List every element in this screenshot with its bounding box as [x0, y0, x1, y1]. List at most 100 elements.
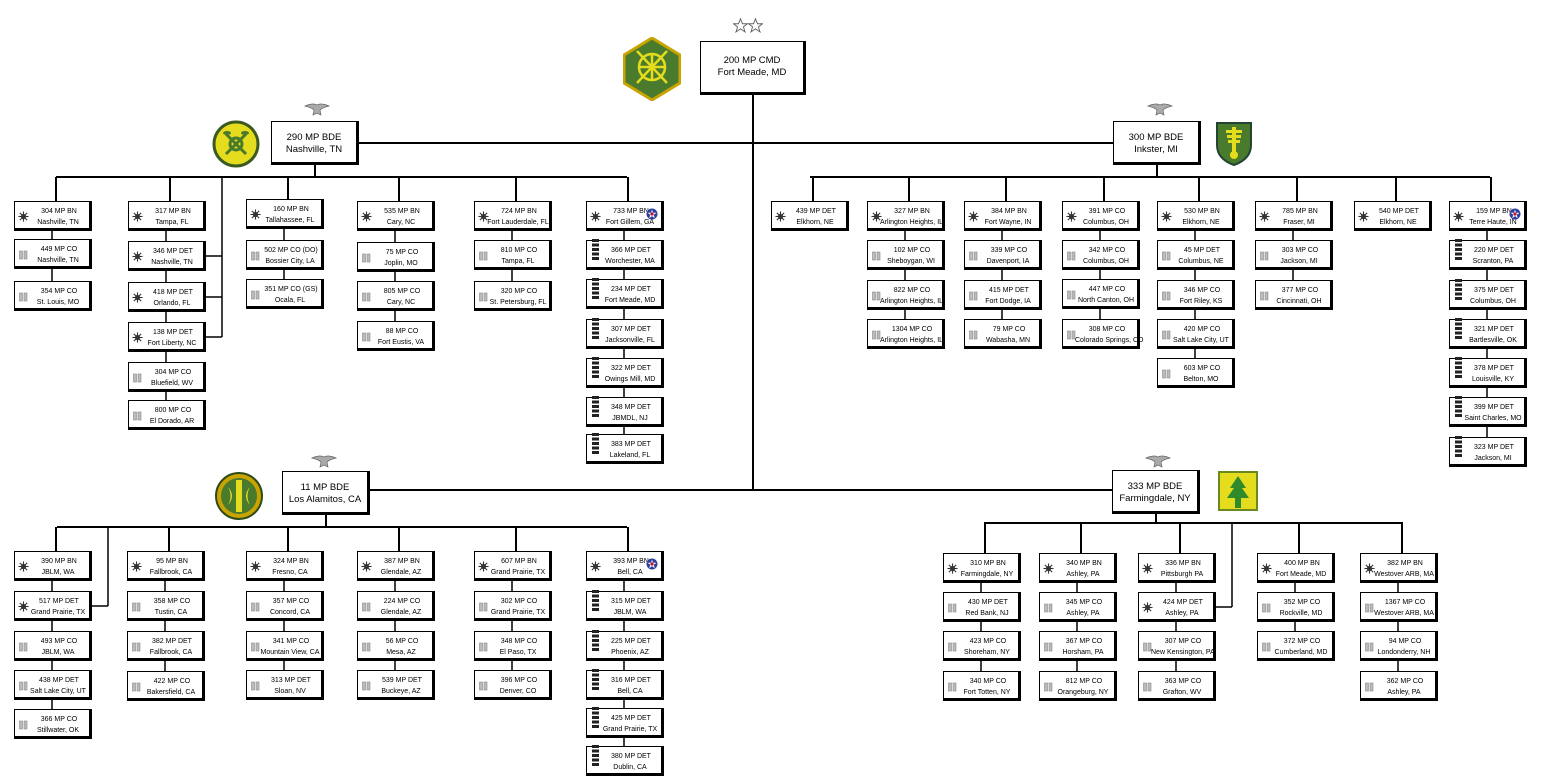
unit-location: Nashville, TN — [37, 257, 79, 264]
unit-location: New Kensington, PA — [1151, 649, 1215, 656]
company-bars-icon — [1161, 289, 1172, 302]
company-bars-icon — [18, 248, 29, 261]
unit-location: Westover ARB, MA — [1374, 610, 1434, 617]
unit-location: Colorado Springs, CO — [1075, 337, 1144, 344]
unit-name: 307 MP DET — [611, 326, 651, 333]
unit-location: Fort Liberty, NC — [147, 340, 197, 347]
11-mp-bde-patch — [214, 471, 264, 526]
unit-location: Sheboygan, WI — [887, 258, 935, 265]
mp-emblem-icon — [1066, 210, 1077, 223]
unit-name: 822 MP CO — [893, 287, 931, 294]
detachment-block-icon — [590, 706, 601, 728]
unit-name: 539 MP DET — [382, 677, 422, 684]
unit-location: Fort Meade, MD — [604, 297, 656, 304]
unit-location: El Paso, TX — [499, 649, 537, 656]
unit-name: 382 MP DET — [152, 638, 192, 645]
mp-emblem-icon — [1364, 562, 1375, 575]
unit-location: Mesa, AZ — [386, 649, 416, 656]
brigade-location: Inkster, MI — [1134, 144, 1178, 155]
unit-name: 387 MP BN — [384, 558, 420, 565]
unit-location: Grand Prairie, TX — [490, 609, 546, 616]
detachment-block-icon — [1453, 395, 1464, 417]
unit-name: 308 MP CO — [1088, 326, 1126, 333]
unit-name: 342 MP CO — [1088, 247, 1126, 254]
unit-location: Bluefield, WV — [150, 380, 194, 387]
company-bars-icon — [871, 249, 882, 262]
unit-location: St. Louis, MO — [36, 299, 80, 306]
company-bars-icon — [1043, 640, 1054, 653]
unit-location: Tallahassee, FL — [265, 217, 315, 224]
unit-name: 805 MP CO — [383, 288, 421, 295]
unit-location: Ashley, PA — [1066, 571, 1100, 578]
mp-emblem-icon — [18, 600, 29, 613]
unit-name: 302 MP CO — [500, 598, 538, 605]
unit-name: 357 MP CO — [272, 598, 310, 605]
unit-name: 224 MP CO — [383, 598, 421, 605]
unit-name: 160 MP BN — [273, 206, 309, 213]
unit-location: Rockville, MD — [1279, 610, 1323, 617]
unit-name: 1304 MP CO — [891, 326, 933, 333]
unit-name: 424 MP DET — [1163, 599, 1203, 606]
unit-location: Glendale, AZ — [380, 609, 422, 616]
unit-location: Fresno, CA — [272, 569, 308, 576]
unit-name: 94 MP CO — [1388, 638, 1422, 645]
company-bars-icon — [132, 409, 143, 422]
company-bars-icon — [947, 680, 958, 693]
detachment-block-icon — [1453, 278, 1464, 300]
unit-location: Elkhorn, NE — [1182, 219, 1220, 226]
company-bars-icon — [1259, 249, 1270, 262]
company-bars-icon — [478, 600, 489, 613]
company-bars-icon — [478, 640, 489, 653]
company-bars-icon — [361, 290, 372, 303]
mp-emblem-icon — [775, 210, 786, 223]
unit-name: 377 MP CO — [1281, 287, 1319, 294]
company-bars-icon — [1066, 288, 1077, 301]
unit-name: 323 MP DET — [1474, 444, 1514, 451]
company-bars-icon — [18, 290, 29, 303]
unit-location: Stillwater, OK — [36, 727, 79, 734]
mp-emblem-icon — [132, 210, 143, 223]
unit-location: Fort Gillem, GA — [605, 219, 655, 226]
unit-location: Fort Wayne, IN — [984, 219, 1032, 226]
unit-name: 352 MP CO — [1283, 599, 1321, 606]
unit-location: Worchester, MA — [605, 258, 655, 265]
unit-location: Grand Prairie, TX — [30, 609, 86, 616]
company-bars-icon — [871, 328, 882, 341]
unit-location: Fallbrook, CA — [149, 569, 193, 576]
unit-name: 304 MP BN — [41, 208, 77, 215]
unit-name: 138 MP DET — [153, 329, 193, 336]
detachment-block-icon — [1453, 435, 1464, 457]
unit-name: 324 MP BN — [273, 558, 309, 565]
unit-location: Salt Lake City, UT — [30, 688, 86, 695]
mp-emblem-icon — [1161, 210, 1172, 223]
unit-name: 800 MP CO — [154, 407, 192, 414]
unit-name: 358 MP CO — [153, 598, 191, 605]
unit-location: Joplin, MO — [384, 260, 418, 267]
unit-box: 224 MP CO Glendale, AZ — [357, 591, 435, 621]
unit-location: Fallbrook, CA — [149, 649, 193, 656]
mp-emblem-icon — [361, 210, 372, 223]
unit-name: 234 MP DET — [611, 286, 651, 293]
mp-emblem-icon — [871, 210, 882, 223]
